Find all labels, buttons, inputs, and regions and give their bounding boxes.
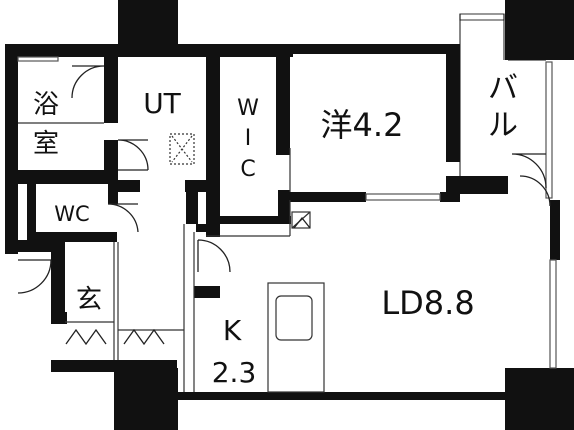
door-bath bbox=[71, 65, 105, 99]
wall-left-upper bbox=[5, 44, 18, 254]
door-wc bbox=[107, 203, 139, 233]
wall-wc-right bbox=[108, 184, 118, 204]
room-label-western: 洋4.2 bbox=[321, 106, 404, 144]
wall-bath-right bbox=[104, 57, 118, 123]
wall-column-top bbox=[118, 0, 178, 46]
windows bbox=[17, 13, 557, 369]
wall-wc-left bbox=[27, 184, 36, 240]
room-labels: 浴 室 UT W I C 洋4.2 バ ル WC 玄 K 2.3 LD8.8 bbox=[33, 71, 518, 389]
wall-wic-right bbox=[276, 57, 290, 155]
wall-bedroom-right bbox=[446, 44, 460, 162]
wall-wic-right-lower bbox=[278, 190, 290, 224]
wall-balcony-step bbox=[446, 176, 508, 194]
room-label-balcony-1: バ bbox=[488, 71, 518, 106]
room-label-wic-2: I bbox=[245, 126, 252, 151]
room-label-entrance: 玄 bbox=[76, 285, 102, 315]
wall-ut-bottom-left bbox=[118, 180, 140, 192]
room-label-wic-3: C bbox=[240, 157, 255, 182]
wall-bath-bottom bbox=[5, 170, 117, 184]
door-ut bbox=[117, 139, 149, 171]
door-closet-right bbox=[123, 328, 165, 346]
room-label-balcony-2: ル bbox=[488, 108, 518, 143]
wall-kitchen-stub bbox=[194, 286, 220, 298]
doors bbox=[17, 65, 551, 346]
wall-bedroom-bottom-far bbox=[440, 192, 460, 202]
wall-kitchen-stub-vertical bbox=[196, 224, 206, 232]
door-wic-folding bbox=[293, 216, 311, 229]
room-label-ut: UT bbox=[143, 87, 181, 120]
wall-right-outer bbox=[550, 200, 560, 260]
partitions bbox=[65, 133, 325, 393]
wall-column-right-top bbox=[505, 0, 574, 60]
wall-top-right bbox=[286, 44, 458, 54]
wall-top-left bbox=[5, 44, 293, 57]
wall-column-right-bottom bbox=[505, 368, 574, 430]
walls bbox=[5, 0, 574, 430]
wall-left-mid bbox=[5, 240, 63, 252]
room-label-bath-1: 浴 bbox=[33, 90, 59, 120]
wall-left-lower bbox=[51, 240, 65, 322]
window-bedroom-bottom bbox=[365, 193, 441, 201]
wall-bottom-left bbox=[51, 312, 67, 324]
room-label-wic-1: W bbox=[237, 96, 259, 121]
room-label-kitchen-1: K bbox=[223, 314, 242, 347]
door-entrance bbox=[17, 259, 52, 294]
room-label-kitchen-2: 2.3 bbox=[212, 356, 257, 389]
wall-column-bottom bbox=[114, 368, 178, 430]
wall-ut-lower-stub bbox=[186, 180, 198, 224]
door-balcony-outer bbox=[519, 175, 551, 207]
wall-wc-bottom bbox=[27, 232, 117, 242]
window-right-lower bbox=[549, 259, 557, 369]
kitchen-sink bbox=[275, 295, 313, 341]
wall-wic-bottom bbox=[206, 216, 291, 224]
kitchen-counter bbox=[267, 282, 325, 393]
room-label-ld: LD8.8 bbox=[381, 284, 474, 322]
wall-bottom-right bbox=[178, 392, 508, 400]
wall-bath-right-lower bbox=[104, 140, 118, 184]
wall-bedroom-bottom-right bbox=[318, 192, 366, 202]
washer-pan bbox=[169, 133, 195, 165]
window-balcony bbox=[459, 13, 505, 21]
wall-ut-right bbox=[206, 57, 220, 237]
door-closet-left bbox=[65, 328, 107, 346]
window-right-upper bbox=[545, 61, 553, 199]
window-top-left bbox=[17, 56, 59, 62]
room-label-bath-2: 室 bbox=[33, 129, 59, 159]
wall-entrance-bottom bbox=[51, 360, 177, 372]
door-balcony bbox=[511, 153, 547, 189]
door-kitchen bbox=[197, 239, 231, 273]
room-label-wc: WC bbox=[54, 202, 89, 226]
wall-bedroom-bottom-left bbox=[288, 192, 318, 202]
